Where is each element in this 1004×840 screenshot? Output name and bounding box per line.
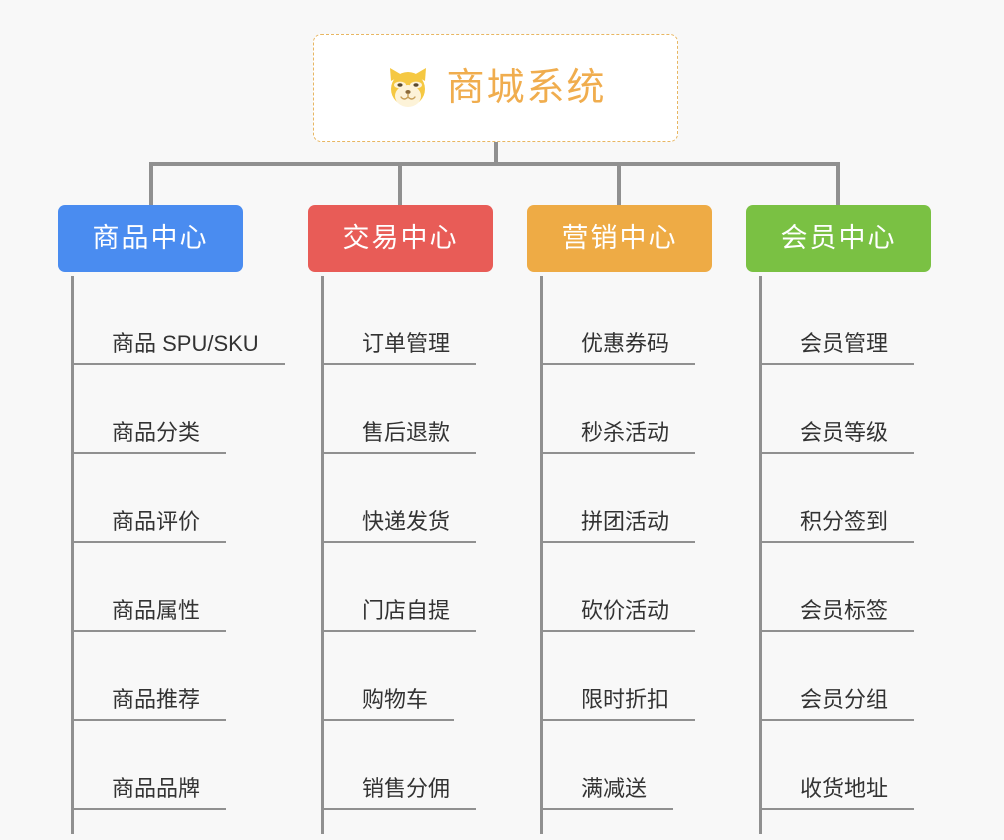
category-box-member-center[interactable]: 会员中心 bbox=[746, 205, 931, 272]
connector-root-stem bbox=[494, 142, 498, 164]
shiba-dog-icon bbox=[384, 64, 432, 112]
leaf-label: 满减送 bbox=[543, 778, 674, 810]
leaf-label: 商品品牌 bbox=[74, 778, 227, 810]
leaf-label: 收货地址 bbox=[762, 778, 915, 810]
category-box-trade-center[interactable]: 交易中心 bbox=[308, 205, 493, 272]
leaf-label: 积分签到 bbox=[762, 511, 915, 543]
branch-trunk bbox=[71, 276, 74, 834]
leaf-label: 购物车 bbox=[324, 689, 455, 721]
leaf-label: 售后退款 bbox=[324, 422, 477, 454]
connector-drop-3 bbox=[617, 162, 621, 207]
root-title: 商城系统 bbox=[446, 67, 607, 109]
branch-trunk bbox=[540, 276, 543, 834]
connector-horizontal-bus bbox=[149, 162, 840, 166]
root-node[interactable]: 商城系统 bbox=[313, 34, 678, 142]
category-box-marketing-center[interactable]: 营销中心 bbox=[527, 205, 712, 272]
leaf-label: 砍价活动 bbox=[543, 600, 696, 632]
leaf-label: 商品分类 bbox=[74, 422, 227, 454]
leaf-label: 限时折扣 bbox=[543, 689, 696, 721]
leaf-label: 商品评价 bbox=[74, 511, 227, 543]
category-label: 商品中心 bbox=[92, 223, 209, 253]
branch-trunk bbox=[321, 276, 324, 834]
leaf-label: 销售分佣 bbox=[324, 778, 477, 810]
leaf-label: 秒杀活动 bbox=[543, 422, 696, 454]
category-box-product-center[interactable]: 商品中心 bbox=[58, 205, 243, 272]
leaf-label: 订单管理 bbox=[324, 333, 477, 365]
connector-drop-4 bbox=[836, 162, 840, 207]
leaf-label: 商品属性 bbox=[74, 600, 227, 632]
branch-trunk bbox=[759, 276, 762, 834]
connector-drop-1 bbox=[149, 162, 153, 207]
leaf-label: 优惠券码 bbox=[543, 333, 696, 365]
leaf-label: 商品 SPU/SKU bbox=[74, 333, 285, 365]
leaf-label: 会员等级 bbox=[762, 422, 915, 454]
leaf-label: 商品推荐 bbox=[74, 689, 227, 721]
leaf-label: 快递发货 bbox=[324, 511, 477, 543]
category-label: 会员中心 bbox=[780, 223, 897, 253]
category-label: 营销中心 bbox=[561, 223, 678, 253]
leaf-label: 拼团活动 bbox=[543, 511, 696, 543]
connector-drop-2 bbox=[398, 162, 402, 207]
leaf-label: 会员分组 bbox=[762, 689, 915, 721]
leaf-label: 会员标签 bbox=[762, 600, 915, 632]
category-label: 交易中心 bbox=[342, 223, 459, 253]
leaf-label: 会员管理 bbox=[762, 333, 915, 365]
leaf-label: 门店自提 bbox=[324, 600, 477, 632]
